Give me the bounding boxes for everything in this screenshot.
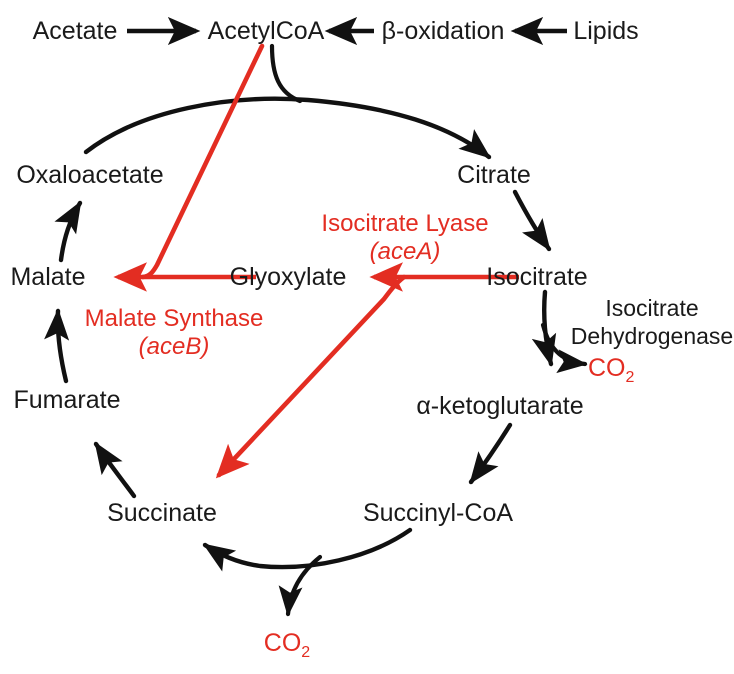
co2-subscript: 2 [625, 369, 635, 386]
node-succinyl-coa: Succinyl-CoA [362, 499, 514, 527]
label-co2-isocitrate-dehydrogenase: CO2 [588, 356, 634, 386]
node-beta-oxidation: β-oxidation [381, 17, 505, 45]
co2-text: CO [588, 354, 626, 382]
edge-succinylcoa-to-succinate [202, 527, 413, 572]
node-succinate: Succinate [107, 499, 217, 527]
node-lipids: Lipids [573, 17, 639, 45]
label-co2-alphakg-dehydrogenase: CO2 [264, 631, 310, 661]
node-citrate: Citrate [457, 161, 531, 189]
edge-malate-to-oxaloacetate [54, 200, 83, 263]
label-isocitrate-dehydrogenase-line1: Isocitrate [605, 295, 699, 321]
edge-idh-co2-branch [540, 322, 588, 374]
node-alpha-ketoglutarate: α-ketoglutarate [416, 392, 584, 420]
node-fumarate: Fumarate [13, 386, 121, 414]
label-malate-synthase: Malate Synthase [84, 305, 264, 332]
edge-oxaloacetate-to-citrate [83, 96, 492, 160]
edge-citrate-to-isocitrate [512, 189, 552, 252]
edge-succinate-to-fumarate [93, 441, 137, 499]
co2-subscript: 2 [301, 644, 311, 661]
node-malate: Malate [10, 263, 86, 291]
edge-isocitrate-to-succinate-red [215, 274, 407, 479]
label-isocitrate-dehydrogenase-line2: Dehydrogenase [570, 323, 734, 349]
co2-text: CO [263, 629, 302, 657]
edge-acetylcoa-to-malate-red [140, 43, 265, 280]
node-oxaloacetate: Oxaloacetate [16, 161, 164, 189]
node-isocitrate: Isocitrate [486, 263, 588, 291]
node-acetylcoa: AcetylCoA [207, 17, 325, 45]
label-isocitrate-lyase: Isocitrate Lyase [321, 210, 489, 237]
label-malate-synthase-gene: (aceB) [138, 333, 210, 360]
node-acetate: Acetate [32, 17, 118, 45]
edge-akgdh-co2-branch [278, 554, 323, 617]
edge-alphakg-to-succinylcoa [468, 422, 513, 485]
node-glyoxylate: Glyoxylate [229, 263, 347, 291]
edge-fumarate-to-malate [44, 308, 70, 384]
label-isocitrate-lyase-gene: (aceA) [369, 238, 441, 265]
